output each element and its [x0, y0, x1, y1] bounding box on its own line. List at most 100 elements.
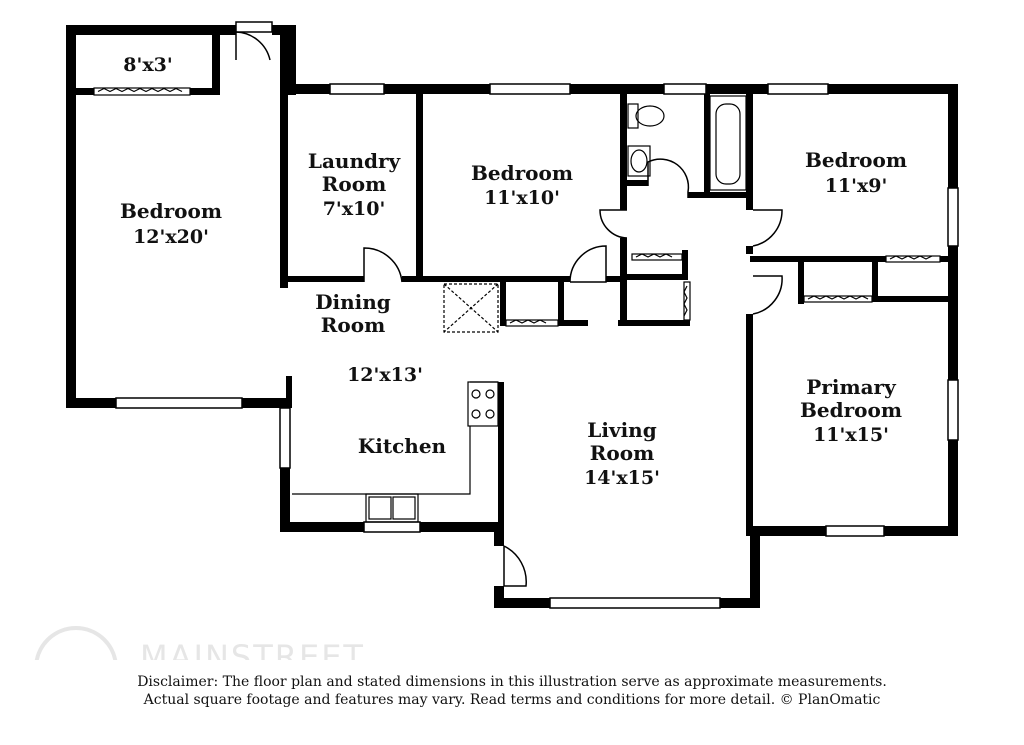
- sliding-door: [683, 281, 691, 321]
- bedroom-center-dims: 11'x10': [484, 187, 560, 209]
- wall: [280, 522, 364, 532]
- windows: [115, 21, 959, 609]
- bedroom-center-name: Bedroom: [471, 161, 573, 185]
- wall: [756, 526, 826, 536]
- wall: [402, 276, 422, 282]
- wall: [798, 262, 804, 304]
- bathtub-icon: [709, 95, 747, 191]
- wall: [626, 274, 688, 280]
- wall: [750, 526, 760, 608]
- window: [363, 521, 421, 533]
- wall: [872, 296, 952, 302]
- sliding-door: [93, 87, 191, 96]
- wall: [948, 84, 958, 188]
- bedroom-left-name: Bedroom: [120, 199, 222, 223]
- wall: [558, 320, 588, 326]
- wall: [286, 25, 296, 95]
- wall: [66, 25, 76, 408]
- primary-name-2: Bedroom: [800, 398, 902, 422]
- window: [947, 187, 959, 247]
- door-swing: [569, 245, 607, 283]
- wall: [242, 398, 290, 408]
- wall: [76, 88, 94, 95]
- wall: [948, 440, 958, 536]
- door-swing: [752, 209, 783, 247]
- wall: [746, 246, 753, 254]
- wall: [884, 526, 958, 536]
- laundry-name-1: Laundry: [308, 149, 402, 173]
- wall: [416, 94, 423, 282]
- wall: [620, 94, 627, 210]
- window: [549, 597, 721, 609]
- wall: [66, 25, 236, 35]
- kitchen-name: Kitchen: [358, 434, 447, 458]
- wall: [66, 398, 116, 408]
- bedroom-left-dims: 12'x20': [133, 226, 209, 248]
- floor-plan: MAINSTREET: [34, 21, 959, 660]
- wall: [500, 282, 506, 326]
- wall: [212, 35, 220, 95]
- disclaimer-line-2: Actual square footage and features may v…: [143, 692, 881, 708]
- kitchen-counter: [292, 381, 498, 495]
- living-dims: 14'x15': [584, 467, 660, 489]
- toilet-icon: [627, 103, 665, 129]
- wall: [570, 84, 664, 94]
- sliding-door: [505, 319, 559, 327]
- bathroom-sink-icon: [627, 145, 651, 177]
- wall: [494, 586, 504, 608]
- attic-hatch-icon: [443, 283, 499, 333]
- sliding-doors: [93, 87, 941, 327]
- wall: [558, 282, 564, 326]
- wall: [706, 84, 768, 94]
- watermark: MAINSTREET: [34, 626, 363, 660]
- bedroom-right-name: Bedroom: [805, 148, 907, 172]
- wall: [720, 598, 760, 608]
- wall: [420, 522, 504, 532]
- kitchen-sink-icon: [365, 493, 419, 523]
- wall: [280, 35, 288, 288]
- window: [947, 379, 959, 441]
- window: [279, 407, 291, 469]
- wall: [688, 192, 750, 198]
- wall: [940, 256, 952, 262]
- fixtures: [292, 95, 747, 523]
- living-name-1: Living: [587, 418, 656, 442]
- window: [489, 83, 571, 95]
- wall: [494, 598, 550, 608]
- window: [825, 525, 885, 537]
- window: [329, 83, 385, 95]
- wall: [272, 25, 296, 35]
- wall: [746, 94, 753, 210]
- window: [663, 83, 707, 95]
- wall: [620, 238, 627, 322]
- living-name-2: Room: [590, 441, 654, 465]
- room-labels: 8'x3' Bedroom 12'x20' Laundry Room 7'x10…: [120, 54, 907, 489]
- wall: [498, 382, 504, 528]
- wall: [618, 320, 690, 326]
- window: [115, 397, 243, 409]
- inner-walls: [76, 35, 952, 536]
- primary-dims: 11'x15': [813, 424, 889, 446]
- door-swing: [647, 158, 690, 198]
- wall: [280, 408, 290, 532]
- outer-walls: [66, 25, 958, 608]
- wall: [190, 88, 220, 95]
- disclaimer-line-1: Disclaimer: The floor plan and stated di…: [137, 674, 887, 690]
- sliding-door: [803, 295, 873, 303]
- doors: [235, 31, 783, 587]
- wall: [286, 276, 364, 282]
- wall: [746, 314, 753, 536]
- wall: [384, 84, 490, 94]
- wall: [606, 276, 626, 282]
- wall: [286, 84, 330, 94]
- wall: [948, 246, 958, 380]
- dining-name-1: Dining: [315, 290, 391, 314]
- window: [235, 21, 273, 33]
- bedroom-right-dims: 11'x9': [825, 175, 888, 197]
- wall: [750, 256, 886, 262]
- door-swing: [235, 31, 271, 61]
- wall: [420, 276, 570, 282]
- wall: [286, 376, 292, 408]
- primary-name-1: Primary: [806, 375, 897, 399]
- window: [767, 83, 829, 95]
